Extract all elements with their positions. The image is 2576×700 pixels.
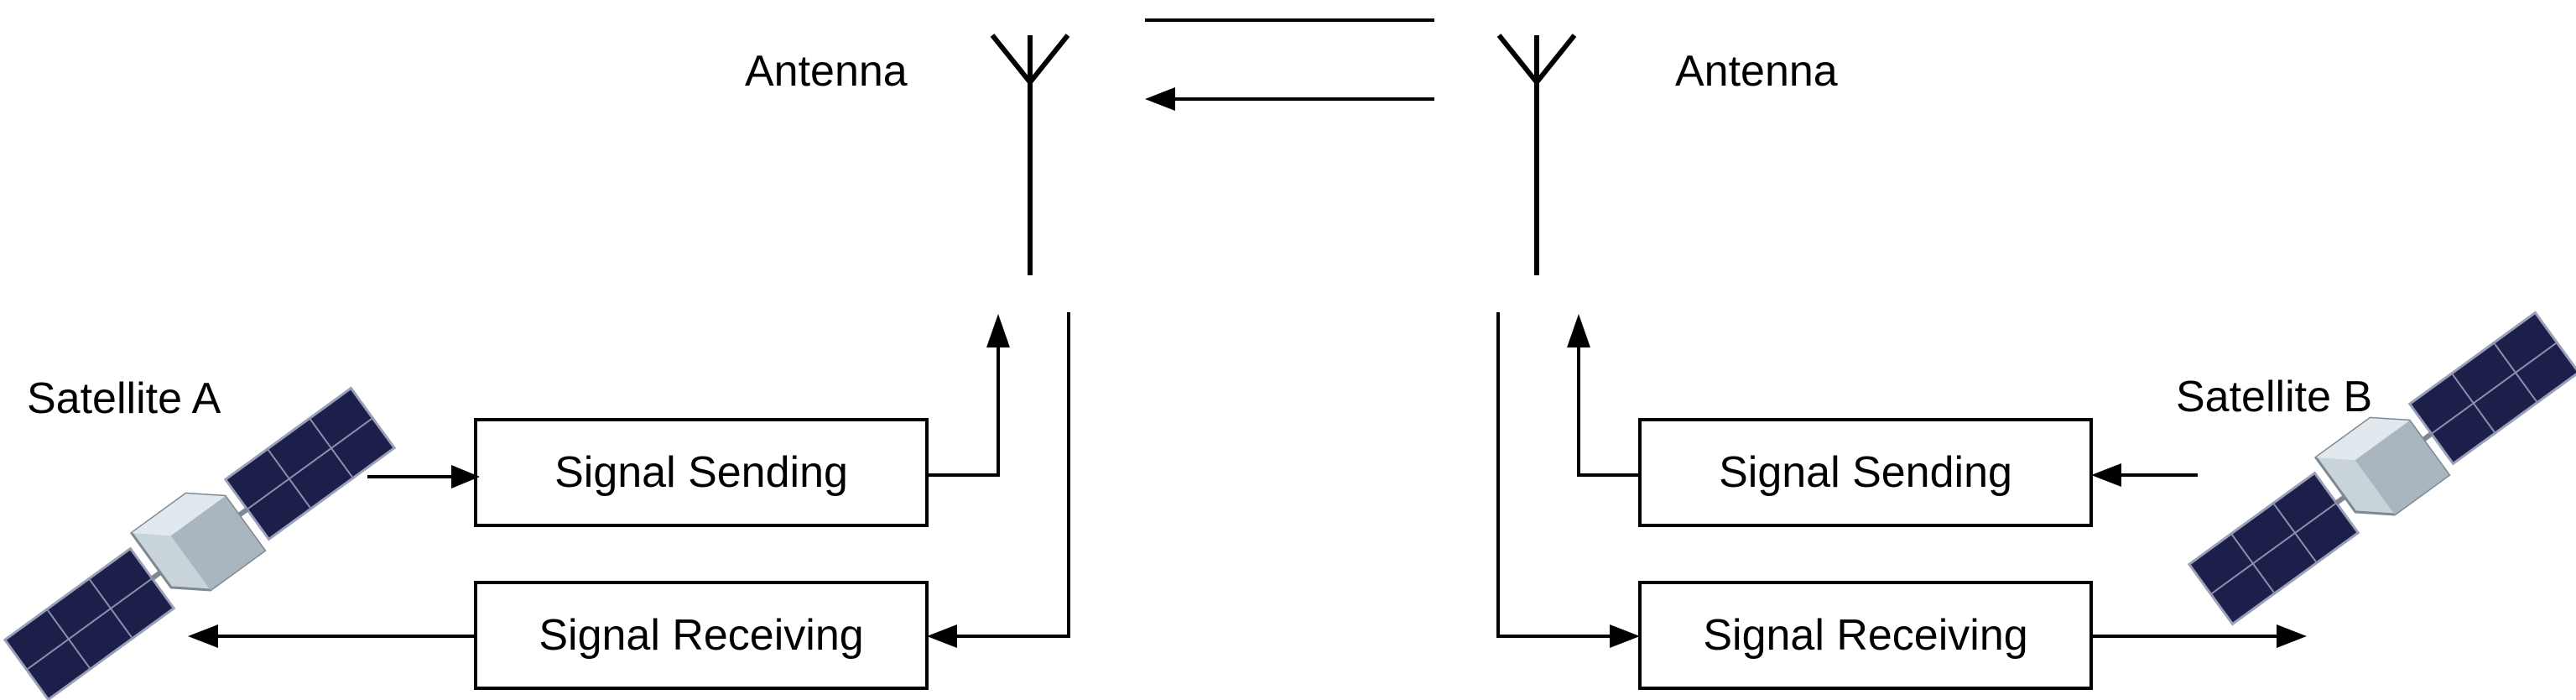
right-signal-sending-label: Signal Sending xyxy=(1719,448,2012,497)
right-signal-receiving-box: Signal Receiving xyxy=(1638,581,2093,690)
right-antenna-label: Antenna xyxy=(1675,47,1838,96)
right-receiving-to-satellite-arrow xyxy=(2091,624,2307,648)
left-receiving-to-satellite-arrow xyxy=(188,624,476,648)
satellite-b-to-sending-arrow xyxy=(2091,463,2198,487)
left-antenna-icon xyxy=(990,34,1070,275)
left-antenna-label: Antenna xyxy=(745,47,908,96)
satellite-b-icon xyxy=(2187,311,2576,626)
satellite-a-icon xyxy=(3,386,397,700)
right-sending-to-antenna-arrow xyxy=(1567,314,1640,477)
left-signal-sending-label: Signal Sending xyxy=(554,448,848,497)
left-sending-to-antenna-arrow xyxy=(927,314,1010,477)
right-antenna-to-receiving-arrow xyxy=(1496,312,1640,648)
right-signal-receiving-label: Signal Receiving xyxy=(1703,611,2027,660)
satellite-a-to-sending-arrow xyxy=(367,465,480,488)
right-antenna-icon xyxy=(1496,34,1577,275)
left-antenna-to-receiving-arrow xyxy=(927,312,1070,648)
antenna-link-arrow xyxy=(1145,87,1434,111)
satellite-a-label: Satellite A xyxy=(27,374,221,423)
right-signal-sending-box: Signal Sending xyxy=(1638,418,2093,527)
left-signal-sending-box: Signal Sending xyxy=(474,418,929,527)
satellite-b-label: Satellite B xyxy=(2176,373,2372,421)
left-signal-receiving-box: Signal Receiving xyxy=(474,581,929,690)
left-signal-receiving-label: Signal Receiving xyxy=(539,611,863,660)
